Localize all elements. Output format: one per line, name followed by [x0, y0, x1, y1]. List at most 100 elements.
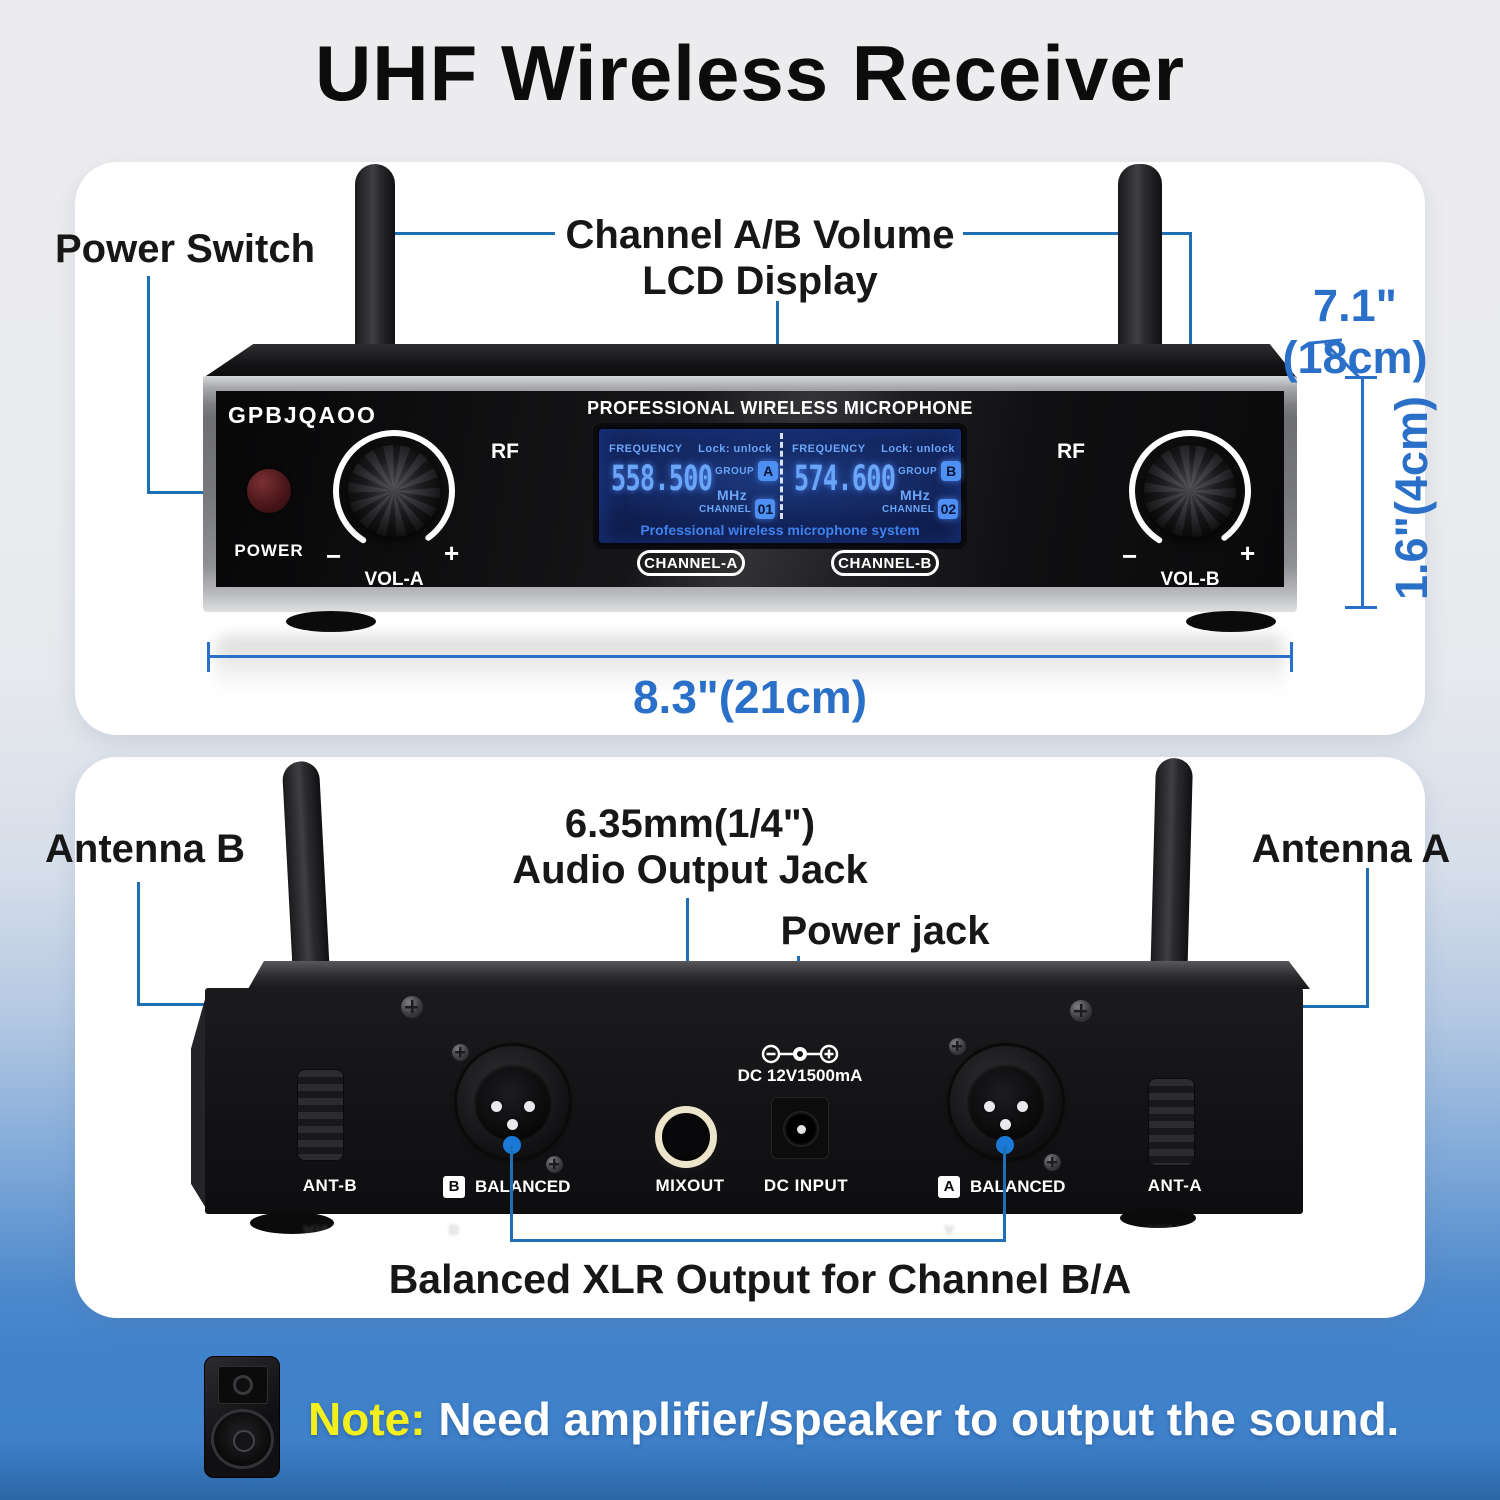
- dimension-width: 8.3"(21cm): [632, 671, 868, 723]
- xlr-pin: [524, 1101, 535, 1112]
- channel-a-button: CHANNEL-A: [637, 550, 745, 576]
- lcd-frequency-a: 558.500: [611, 459, 713, 499]
- lcd-channel-row-b: CHANNEL 02: [882, 499, 959, 519]
- rear-foot-left: [250, 1212, 334, 1234]
- rear-panel: [205, 988, 1303, 1214]
- lcd-channel-row-a: CHANNEL 01: [699, 499, 776, 519]
- vol-a-knob: [348, 445, 440, 537]
- vol-a-callout-line: [383, 232, 555, 235]
- vol-b-label: VOL-B: [1160, 569, 1220, 590]
- lcd-display: FREQUENCY Lock: unlock 558.500 GROUP A M…: [597, 427, 963, 545]
- lcd-channel-value-b: 02: [938, 499, 959, 519]
- rear-panel-reflection: ANT-B B BALANCED MIXOUT DC INPUT A BALAN…: [205, 1216, 1303, 1240]
- reflection-text: BALANCED: [970, 1220, 1066, 1239]
- xlr-pin: [984, 1101, 995, 1112]
- rf-label-left: RF: [491, 440, 519, 463]
- note-prefix: Note:: [308, 1393, 426, 1445]
- lcd-lock-status-b: Lock: unlock: [881, 443, 955, 455]
- lcd-unit-b: MHz: [900, 487, 931, 503]
- vol-b-knob-arc: [1129, 430, 1251, 552]
- vol-b-minus: −: [1122, 541, 1138, 571]
- dimension-height-line: [1361, 378, 1364, 608]
- reflection-text: DC INPUT: [763, 1221, 849, 1240]
- panel-title: PROFESSIONAL WIRELESS MICROPHONE: [587, 398, 973, 418]
- antenna-b-mount: [297, 1069, 344, 1161]
- front-antenna-right: [1118, 164, 1162, 358]
- dc-input-label: DC INPUT: [763, 1176, 849, 1195]
- front-foot-left: [286, 611, 376, 632]
- ant-a-label: ANT-A: [1147, 1176, 1203, 1195]
- vol-a-knob-arc: [333, 430, 455, 552]
- dc-input-jack: [771, 1097, 829, 1159]
- brand-text: GPBJQAOO: [228, 402, 377, 428]
- balanced-a-label: A BALANCED: [938, 1176, 1065, 1198]
- page-title: UHF Wireless Receiver: [314, 29, 1186, 117]
- rear-panel-labels: ANT-B B BALANCED MIXOUT DC INPUT A BALAN…: [205, 1176, 1303, 1200]
- lcd-channel-b: FREQUENCY Lock: unlock 574.600 GROUP B M…: [782, 429, 965, 543]
- vol-b-callout-line: [963, 232, 1192, 235]
- xlr-pin: [507, 1119, 518, 1130]
- power-jack-label: Power jack: [780, 909, 990, 953]
- antenna-b-callout-line: [137, 882, 140, 1006]
- lcd-group-label-b: GROUP: [898, 465, 938, 477]
- lcd-footer: Professional wireless microphone system: [640, 522, 920, 538]
- antenna-a-label: Antenna A: [1251, 827, 1451, 871]
- dimension-width-line: [207, 655, 1293, 658]
- audio-output-jack-label: 6.35mm(1/4") Audio Output Jack: [480, 801, 900, 893]
- xlr-callout-line: [510, 1146, 513, 1242]
- reflection-text: B BALANCED: [443, 1218, 570, 1240]
- channel-volume-line1: Channel A/B Volume: [565, 213, 955, 257]
- screw: [401, 996, 423, 1018]
- balanced-b-text: BALANCED: [475, 1177, 571, 1196]
- vol-a-minus: −: [326, 541, 342, 571]
- lcd-group-label-a: GROUP: [715, 465, 755, 477]
- audio-jack-line1: 6.35mm(1/4"): [564, 802, 816, 846]
- lcd-divider: [780, 433, 783, 519]
- screw: [1070, 1000, 1092, 1022]
- xlr-output-label: Balanced XLR Output for Channel B/A: [388, 1256, 1132, 1302]
- vol-a-label: VOL-A: [364, 569, 424, 590]
- antenna-a-mount: [1148, 1078, 1195, 1166]
- dimension-tick: [1345, 376, 1377, 379]
- note-text: Note: Need amplifier/speaker to output t…: [308, 1392, 1399, 1446]
- antenna-b-label: Antenna B: [45, 827, 245, 871]
- reflection-text: ANT-A: [1147, 1221, 1203, 1240]
- power-switch-callout-line: [147, 276, 150, 494]
- lcd-frequency-label-a: FREQUENCY: [609, 443, 683, 455]
- rear-top-face: [248, 961, 1310, 989]
- lcd-channel-label-a: CHANNEL: [699, 503, 752, 515]
- xlr-b-callout-dot: [503, 1136, 521, 1154]
- mixout-label: MIXOUT: [655, 1176, 725, 1195]
- screw: [546, 1156, 563, 1173]
- speaker-woofer: [211, 1409, 274, 1469]
- lcd-group-value-b: B: [941, 461, 962, 481]
- antenna-a-callout-line: [1366, 868, 1369, 1008]
- lcd-channel-label-b: CHANNEL: [882, 503, 935, 515]
- channel-volume-label: Channel A/B Volume LCD Display: [530, 212, 990, 304]
- screw: [949, 1038, 966, 1055]
- rear-foot-right: [1120, 1208, 1196, 1228]
- receiver-top-face: [203, 344, 1297, 378]
- xlr-callout-line: [510, 1239, 1006, 1242]
- front-foot-right: [1186, 611, 1276, 632]
- dimension-tick: [1345, 606, 1377, 609]
- note-body: Need amplifier/speaker to output the sou…: [425, 1393, 1400, 1445]
- speaker-tweeter: [233, 1375, 253, 1395]
- rf-label-right: RF: [1057, 440, 1085, 463]
- screw: [1044, 1154, 1061, 1171]
- speaker-tweeter-box: [218, 1366, 268, 1404]
- badge-b: B: [443, 1176, 465, 1198]
- balanced-b-label: B BALANCED: [443, 1176, 570, 1198]
- power-switch-label: Power Switch: [54, 227, 316, 271]
- dc-pin: [797, 1125, 806, 1134]
- lcd-lock-status-a: Lock: unlock: [698, 443, 772, 455]
- power-button: [247, 469, 291, 513]
- xlr-pin: [1000, 1119, 1011, 1130]
- lcd-frequency-label-b: FREQUENCY: [792, 443, 866, 455]
- power-label: POWER: [234, 541, 304, 560]
- dc-rating-text: DC 12V1500mA: [737, 1066, 863, 1085]
- xlr-callout-line: [1003, 1146, 1006, 1242]
- vol-a-plus: +: [444, 538, 460, 568]
- lcd-group-a: GROUP A: [715, 461, 779, 481]
